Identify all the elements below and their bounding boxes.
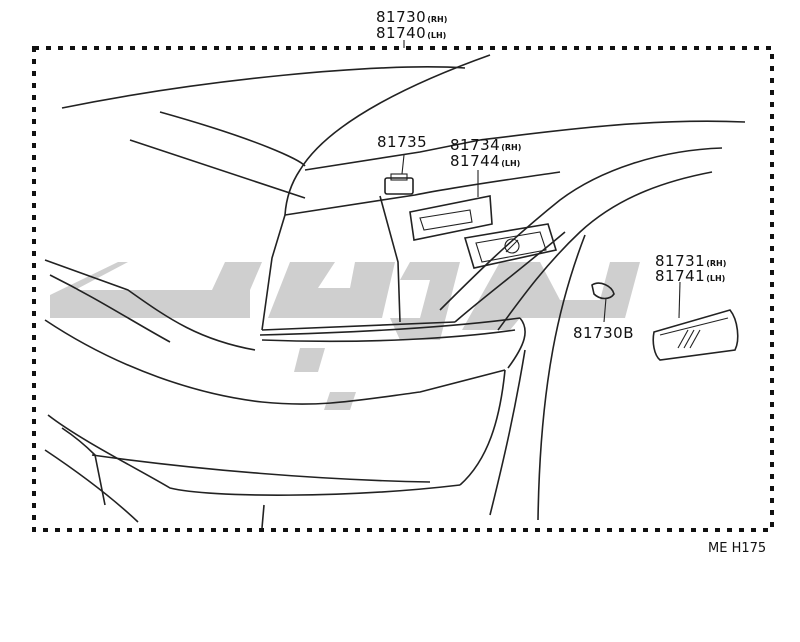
svg-text:81734(RH): 81734(RH) [450, 136, 521, 154]
svg-text:81740(LH): 81740(LH) [376, 24, 446, 42]
lamp-housing-part [463, 223, 558, 269]
svg-text:81731(RH): 81731(RH) [655, 252, 726, 270]
callout-bulb: 81730B [573, 324, 634, 342]
callout-socket: 81735 [377, 133, 427, 151]
svg-text:81744(LH): 81744(LH) [450, 152, 520, 170]
svg-text:81730B: 81730B [573, 324, 634, 342]
callout-side-marker: 81731(RH) 81741(LH) [655, 252, 726, 285]
car-body-outline [44, 54, 746, 529]
bulb-part [591, 282, 615, 323]
socket-part [384, 154, 414, 195]
assembly-frame [32, 46, 774, 532]
callout-lens: 81734(RH) 81744(LH) [450, 136, 521, 170]
svg-text:81735: 81735 [377, 133, 427, 151]
side-marker-part [652, 281, 739, 361]
diagram-code: ME H175 [708, 541, 766, 556]
callout-assembly: 81730(RH) 81740(LH) [376, 8, 447, 42]
svg-text:81730(RH): 81730(RH) [376, 8, 447, 26]
watermark-logo [50, 262, 640, 410]
lens-part [409, 170, 493, 241]
svg-text:81741(LH): 81741(LH) [655, 267, 725, 285]
